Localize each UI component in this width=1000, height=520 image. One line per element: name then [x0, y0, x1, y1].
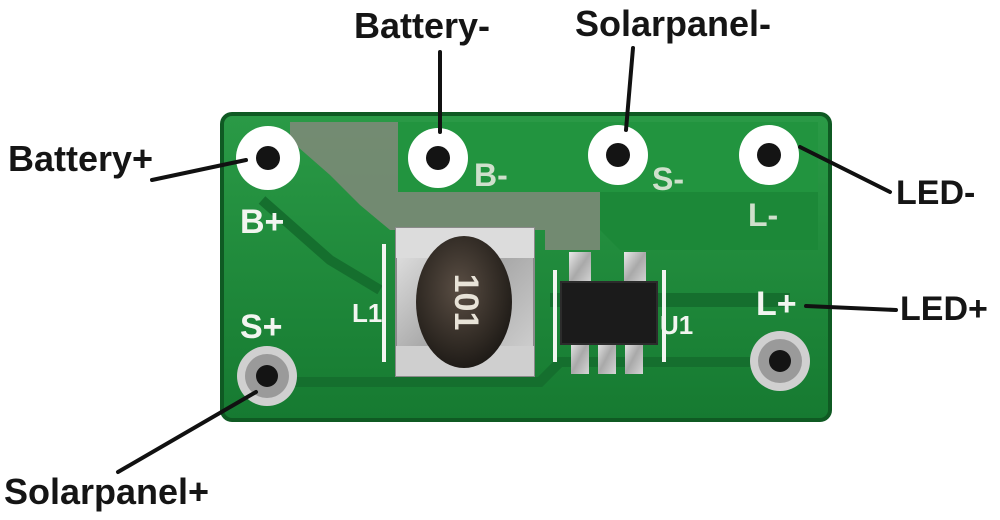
leader-battery-positive: [150, 158, 248, 182]
pad-solar-positive: [237, 346, 297, 406]
silk-l1: L1: [352, 298, 382, 328]
callout-solarpanel-negative: Solarpanel-: [575, 3, 772, 44]
silk-b-plus: B+: [240, 203, 284, 241]
silk-l-minus: L-: [748, 197, 778, 233]
pad-led-positive: [750, 331, 810, 391]
callout-battery-positive: Battery+: [8, 138, 154, 179]
silk-b-minus: B-: [474, 157, 508, 193]
inductor-l1: 101: [395, 227, 535, 377]
inductor-marking: 101: [447, 274, 485, 331]
pad-battery-negative: [408, 128, 468, 188]
callout-solarpanel-positive: Solarpanel+: [4, 471, 210, 512]
leader-lines: [116, 46, 898, 474]
callout-battery-negative: Battery-: [354, 5, 491, 46]
callout-led-negative: LED-: [896, 174, 976, 212]
chip-u1: [560, 252, 658, 374]
trace-lower: [292, 357, 790, 387]
callout-led-positive: LED+: [900, 290, 988, 328]
leader-led-positive: [804, 304, 898, 312]
leader-led-negative: [798, 145, 892, 194]
silk-s-minus: S-: [652, 161, 684, 197]
trace-diag: [258, 196, 383, 295]
silkscreen-labels: B+ S+ B- S- L- L+ L1 U1: [240, 157, 797, 346]
leader-solar-negative: [624, 46, 635, 132]
pad-battery-positive: [236, 126, 300, 190]
leader-solar-positive: [116, 390, 258, 474]
pad-solar-negative: [588, 125, 648, 185]
silk-u1: U1: [660, 310, 693, 340]
silk-s-plus: S+: [240, 308, 283, 346]
pad-led-negative: [739, 125, 799, 185]
silk-l-plus: L+: [756, 285, 797, 323]
